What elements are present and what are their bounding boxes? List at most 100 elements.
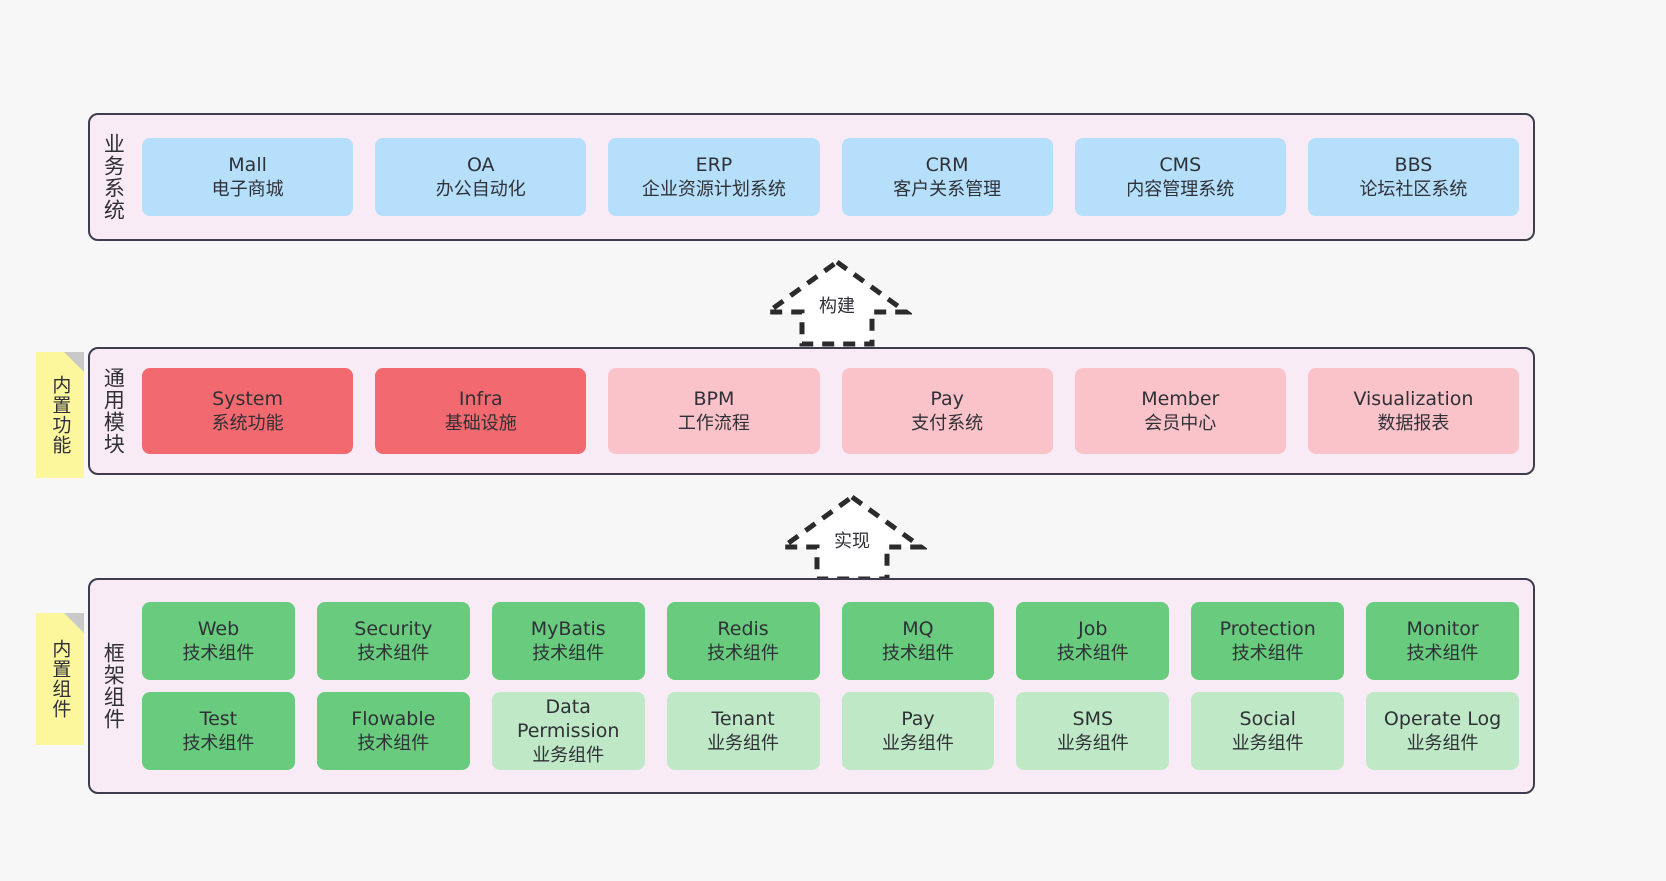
card-bbs[interactable]: BBS 论坛社区系统 [1307, 138, 1520, 216]
card-member[interactable]: Member 会员中心 [1074, 368, 1286, 454]
card-test-cn: 技术组件 [182, 732, 255, 754]
card-job-cn: 技术组件 [1056, 642, 1129, 664]
card-test-en: Test [199, 708, 238, 731]
card-monitor-cn: 技术组件 [1406, 642, 1479, 664]
card-operate-log-cn: 业务组件 [1406, 732, 1479, 754]
card-member-cn: 会员中心 [1144, 412, 1217, 434]
card-erp-cn: 企业资源计划系统 [641, 178, 786, 200]
card-oa[interactable]: OA 办公自动化 [375, 138, 587, 216]
card-mybatis-cn: 技术组件 [532, 642, 605, 664]
card-redis[interactable]: Redis 技术组件 [666, 602, 820, 680]
card-bpm[interactable]: BPM 工作流程 [608, 368, 820, 454]
card-bpm-cn: 工作流程 [677, 412, 750, 434]
card-protection[interactable]: Protection 技术组件 [1191, 602, 1345, 680]
card-sms-en: SMS [1072, 708, 1114, 731]
card-operate-log-en: Operate Log [1383, 708, 1502, 731]
card-social-en: Social [1239, 708, 1296, 731]
sticky-fold-corner-icon [64, 352, 84, 372]
card-crm-cn: 客户关系管理 [893, 178, 1002, 200]
card-web[interactable]: Web 技术组件 [142, 602, 295, 680]
card-operate-log[interactable]: Operate Log 业务组件 [1366, 692, 1519, 770]
layer-framework-components-title: 框架组件 [101, 642, 126, 730]
card-job[interactable]: Job 技术组件 [1016, 602, 1170, 680]
card-web-cn: 技术组件 [182, 642, 255, 664]
connector-build-arrow: 构建 [762, 256, 912, 348]
card-mybatis[interactable]: MyBatis 技术组件 [491, 602, 645, 680]
card-sms-cn: 业务组件 [1056, 732, 1129, 754]
layer-framework-components: 框架组件 Web 技术组件 Security 技术组件 MyBatis 技术组件… [88, 578, 1535, 794]
card-test[interactable]: Test 技术组件 [142, 692, 295, 770]
card-infra-en: Infra [458, 388, 503, 411]
card-crm[interactable]: CRM 客户关系管理 [841, 138, 1053, 216]
sticky-builtin-features: 内置功能 [36, 352, 84, 478]
card-sms[interactable]: SMS 业务组件 [1016, 692, 1170, 770]
card-pay-component[interactable]: Pay 业务组件 [841, 692, 995, 770]
sticky-fold-corner-icon [64, 613, 84, 633]
card-data-permission-cn: 业务组件 [532, 744, 605, 766]
layer-business-systems-body: Mall 电子商城 OA 办公自动化 ERP 企业资源计划系统 CRM 客户关系… [136, 115, 1533, 239]
card-visualization-cn: 数据报表 [1377, 412, 1450, 434]
card-tenant[interactable]: Tenant 业务组件 [666, 692, 820, 770]
card-erp[interactable]: ERP 企业资源计划系统 [608, 138, 820, 216]
card-infra[interactable]: Infra 基础设施 [375, 368, 587, 454]
card-infra-cn: 基础设施 [444, 412, 517, 434]
card-system-cn: 系统功能 [211, 412, 284, 434]
connector-implement-arrow: 实现 [777, 491, 927, 583]
card-tenant-en: Tenant [711, 708, 775, 731]
card-cms-en: CMS [1159, 154, 1202, 177]
card-cms-cn: 内容管理系统 [1126, 178, 1235, 200]
framework-card-row-1: Web 技术组件 Security 技术组件 MyBatis 技术组件 Redi… [142, 602, 1519, 680]
card-mq-cn: 技术组件 [881, 642, 954, 664]
sticky-builtin-features-label: 内置功能 [49, 375, 72, 455]
layer-business-systems: 业务系统 Mall 电子商城 OA 办公自动化 ERP 企业资源计划系统 CRM… [88, 113, 1535, 241]
card-security-cn: 技术组件 [357, 642, 430, 664]
layer-common-modules: 通用模块 System 系统功能 Infra 基础设施 BPM 工作流程 Pay… [88, 347, 1535, 475]
card-system-en: System [212, 388, 284, 411]
card-redis-cn: 技术组件 [707, 642, 780, 664]
card-mall[interactable]: Mall 电子商城 [142, 138, 354, 216]
card-flowable-cn: 技术组件 [357, 732, 430, 754]
card-protection-en: Protection [1219, 618, 1316, 641]
card-visualization[interactable]: Visualization 数据报表 [1307, 368, 1520, 454]
card-security-en: Security [354, 618, 433, 641]
card-flowable[interactable]: Flowable 技术组件 [316, 692, 470, 770]
card-erp-en: ERP [695, 154, 733, 177]
card-bpm-en: BPM [693, 388, 735, 411]
sticky-builtin-components: 内置组件 [36, 613, 84, 745]
sticky-builtin-components-label: 内置组件 [49, 639, 72, 719]
card-crm-en: CRM [925, 154, 969, 177]
layer-common-modules-body: System 系统功能 Infra 基础设施 BPM 工作流程 Pay 支付系统… [136, 349, 1533, 473]
card-monitor[interactable]: Monitor 技术组件 [1366, 602, 1519, 680]
card-data-permission[interactable]: Data Permission 业务组件 [491, 692, 645, 770]
layer-framework-components-body: Web 技术组件 Security 技术组件 MyBatis 技术组件 Redi… [136, 580, 1533, 792]
card-tenant-cn: 业务组件 [707, 732, 780, 754]
framework-card-row-2: Test 技术组件 Flowable 技术组件 Data Permission … [142, 692, 1519, 770]
card-oa-cn: 办公自动化 [435, 178, 526, 200]
card-data-permission-en: Data Permission [516, 696, 620, 743]
card-cms[interactable]: CMS 内容管理系统 [1074, 138, 1286, 216]
card-bbs-cn: 论坛社区系统 [1359, 178, 1468, 200]
card-system[interactable]: System 系统功能 [142, 368, 354, 454]
card-bbs-en: BBS [1394, 154, 1433, 177]
card-job-en: Job [1078, 618, 1108, 641]
card-mybatis-en: MyBatis [530, 618, 606, 641]
card-member-en: Member [1141, 388, 1220, 411]
card-security[interactable]: Security 技术组件 [316, 602, 470, 680]
card-flowable-en: Flowable [351, 708, 436, 731]
card-social[interactable]: Social 业务组件 [1191, 692, 1345, 770]
card-mq[interactable]: MQ 技术组件 [841, 602, 995, 680]
common-card-row: System 系统功能 Infra 基础设施 BPM 工作流程 Pay 支付系统… [142, 368, 1520, 454]
card-pay-component-cn: 业务组件 [881, 732, 954, 754]
card-mq-en: MQ [902, 618, 934, 641]
card-mall-en: Mall [228, 154, 267, 177]
card-visualization-en: Visualization [1353, 388, 1474, 411]
layer-common-modules-title: 通用模块 [101, 367, 126, 455]
card-pay-module[interactable]: Pay 支付系统 [841, 368, 1053, 454]
business-card-row: Mall 电子商城 OA 办公自动化 ERP 企业资源计划系统 CRM 客户关系… [142, 138, 1520, 216]
card-oa-en: OA [466, 154, 495, 177]
card-protection-cn: 技术组件 [1231, 642, 1304, 664]
layer-business-systems-title: 业务系统 [101, 133, 126, 221]
card-web-en: Web [197, 618, 240, 641]
card-social-cn: 业务组件 [1231, 732, 1304, 754]
